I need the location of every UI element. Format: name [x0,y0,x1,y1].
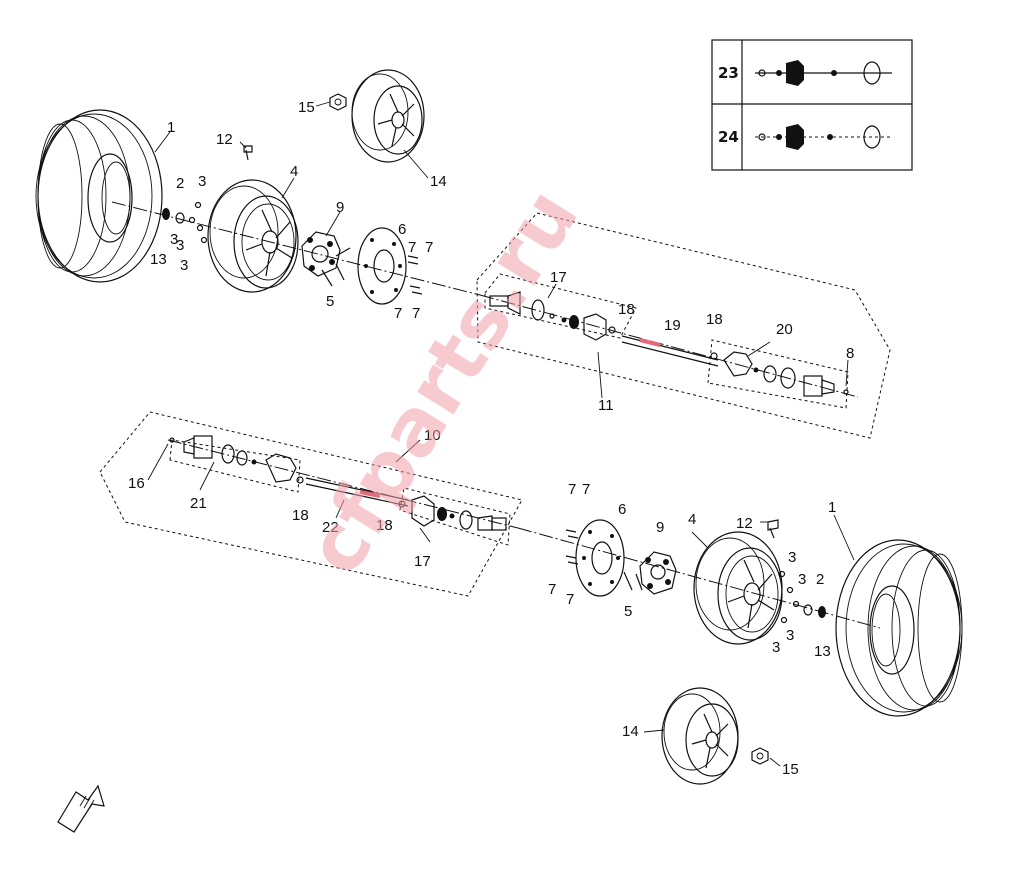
cv-joint-assembly-17-upper-icon [489,291,616,341]
legend-number-23: 23 [718,64,739,82]
hub-fasteners-upper-icon [162,145,253,244]
subgroup-17-upper-outline [484,273,637,339]
callout-19: 19 [664,317,681,334]
callout-13: 13 [150,251,167,268]
wheel-hub-upper-icon [301,231,351,277]
callout-12: 12 [216,131,233,148]
callout-7: 7 [568,481,576,498]
leader-lines [147,101,855,767]
callout-17: 17 [550,269,567,286]
callout-3: 3 [786,627,794,644]
callout-5: 5 [326,293,334,310]
disc-bolts-lower-icon [565,529,579,565]
callout-4: 4 [290,163,298,180]
legend-joint-solid-icon [755,60,892,86]
callout-5: 5 [624,603,632,620]
callout-3: 3 [798,571,806,588]
callout-1: 1 [167,119,175,136]
cv-joint-assembly-21-icon [169,435,304,484]
callout-labels: 1 2 3 3 3 3 13 4 12 15 14 9 6 7 7 7 7 5 … [128,99,854,778]
callout-3: 3 [788,549,796,566]
callout-10: 10 [424,427,441,444]
callout-14: 14 [430,173,447,190]
wheel-studs-lower-icon [623,571,643,591]
callout-22: 22 [322,519,339,536]
callout-7: 7 [582,481,590,498]
callout-7: 7 [425,239,433,256]
callout-3: 3 [198,173,206,190]
callout-16: 16 [128,475,145,492]
watermark-text: cfparts.ru [290,174,597,590]
wheel-rim-upper-left-icon [207,179,299,293]
hub-fasteners-lower-icon [767,519,826,624]
callout-17: 17 [414,553,431,570]
lower-driveshaft-group-outline [99,411,523,597]
callout-18: 18 [706,311,723,328]
callout-21: 21 [190,495,207,512]
callout-14: 14 [622,723,639,740]
legend-joint-dashed-icon [755,124,892,150]
subgroup-20-outline [707,339,849,409]
legend-box: 23 24 [711,39,913,171]
callout-2: 2 [176,175,184,192]
tire-lower-right-icon [835,539,963,717]
spare-wheel-lower-icon [661,687,739,785]
upper-left-axis [111,201,481,296]
callout-15: 15 [782,761,799,778]
callout-9: 9 [336,199,344,216]
upper-driveshaft-group-outline [476,212,891,439]
callout-2: 2 [816,571,824,588]
callout-18: 18 [292,507,309,524]
brake-disc-upper-icon [357,227,407,305]
callout-8: 8 [846,345,854,362]
wheel-hub-lower-icon [639,551,677,595]
callout-7: 7 [394,305,402,322]
callout-7: 7 [566,591,574,608]
callout-9: 9 [656,519,664,536]
callout-3: 3 [176,237,184,254]
callout-12: 12 [736,515,753,532]
callout-6: 6 [398,221,406,238]
lock-nut-lower-icon [751,747,769,765]
callout-7: 7 [412,305,420,322]
callout-13: 13 [814,643,831,660]
wheel-rim-lower-right-icon [693,531,783,645]
cv-joint-assembly-17-lower-icon [398,495,507,531]
subgroup-17-lower-outline [399,487,511,546]
wheel-studs-upper-icon [321,263,345,287]
callout-3: 3 [170,231,178,248]
driveshaft-22-lower-icon [305,477,409,507]
brake-disc-lower-icon [575,519,625,597]
callout-7: 7 [548,581,556,598]
callout-6: 6 [618,501,626,518]
callout-15: 15 [298,99,315,116]
callout-11: 11 [598,397,614,414]
callout-4: 4 [688,511,696,528]
callout-18: 18 [376,517,393,534]
spare-wheel-upper-icon [351,69,425,163]
callout-18: 18 [618,301,635,318]
disc-bolts-upper-icon [407,255,423,295]
tire-upper-left-icon [35,109,163,283]
lower-left-axis [167,439,519,529]
callout-3: 3 [772,639,780,656]
callout-20: 20 [776,321,793,338]
callout-1: 1 [828,499,836,516]
lock-nut-upper-icon [329,93,347,111]
driveshaft-19-upper-icon [621,335,719,367]
callout-7: 7 [408,239,416,256]
callout-3: 3 [180,257,188,274]
legend-number-24: 24 [718,128,739,146]
front-direction-arrow-icon [57,784,105,833]
cv-joint-assembly-20-icon [710,351,849,397]
subgroup-21-outline [169,439,301,493]
